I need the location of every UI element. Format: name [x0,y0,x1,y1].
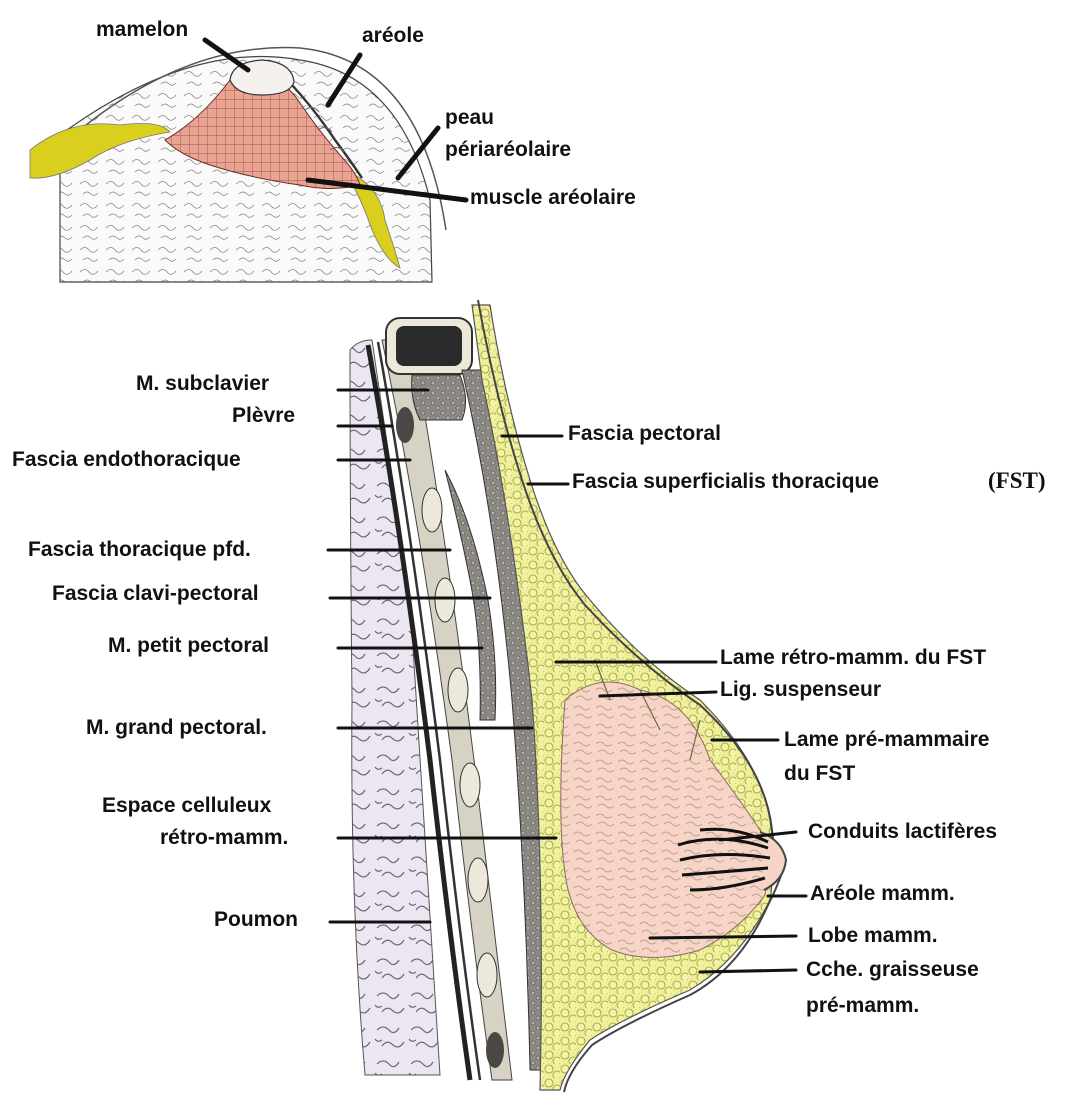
label-areole-mamm: Aréole mamm. [810,882,955,905]
mammary-gland [561,682,768,958]
rib [396,407,414,443]
label-du-fst: du FST [784,762,855,785]
label-fascia-clavi-pectoral: Fascia clavi-pectoral [52,582,259,605]
label-fascia-superficialis: Fascia superficialis thoracique [572,470,879,493]
label-plevre: Plèvre [232,404,295,427]
label-poumon: Poumon [214,908,298,931]
rib [486,1032,504,1068]
label-m-grand-pectoral: M. grand pectoral. [86,716,267,739]
label-espace-celluleux: Espace celluleux [102,794,272,817]
rib [460,763,480,807]
label-m-subclavier: M. subclavier [136,372,269,395]
label-fascia-pectoral: Fascia pectoral [568,422,721,445]
inset-areola-illustration [30,48,446,282]
label-lig-suspenseur: Lig. suspenseur [720,678,881,701]
label-fascia-thoracique-pfd: Fascia thoracique pfd. [28,538,251,561]
leader-cche-graisseuse [700,970,796,972]
label-retro-mamm: rétro-mamm. [160,826,288,849]
label-fst-abbr: (FST) [988,468,1046,493]
label-fascia-endothoracique: Fascia endothoracique [12,448,241,471]
label-periareolaire: périaréolaire [445,138,571,161]
label-lame-retro-mamm: Lame rétro-mamm. du FST [720,646,986,669]
label-mamelon: mamelon [96,18,188,41]
label-muscle-areolaire: muscle aréolaire [470,186,636,209]
label-conduits-lactiferes: Conduits lactifères [808,820,997,843]
leader-lobe [650,936,796,938]
label-lobe-mamm: Lobe mamm. [808,924,938,947]
subclavius-muscle [412,375,466,420]
rib [448,668,468,712]
label-m-petit-pectoral: M. petit pectoral [108,634,269,657]
label-lame-pre-mammaire: Lame pré-mammaire [784,728,989,751]
label-cche-graisseuse: Cche. graisseuse [806,958,979,981]
rib [435,578,455,622]
rib [422,488,442,532]
label-peau: peau [445,106,494,129]
clavicle-marrow [396,326,462,366]
label-areole: aréole [362,24,424,47]
rib [468,858,488,902]
label-pre-mamm: pré-mamm. [806,994,919,1017]
rib [477,953,497,997]
